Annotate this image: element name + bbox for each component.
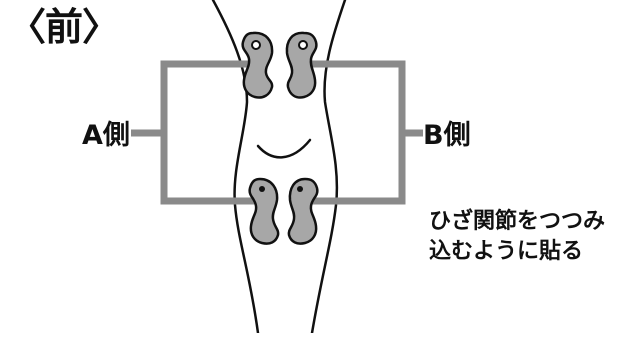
connector-b-bracket: [306, 60, 406, 205]
pad-a-upper: [241, 31, 274, 99]
pad-b-lower: [287, 177, 319, 245]
pad-b-upper-connector: [298, 40, 308, 50]
side-a-label: A側: [82, 120, 130, 151]
pad-b-upper: [285, 31, 318, 99]
instruction-line-1: ひざ関節をつつみ: [429, 209, 606, 234]
pad-a-lower-connector: [259, 186, 265, 192]
instruction-line-2: 込むように貼る: [429, 238, 584, 264]
right-leg-outline: [310, 0, 347, 335]
pad-a-upper-connector: [251, 40, 261, 50]
pad-a-lower: [248, 177, 280, 245]
left-leg-outline: [211, 0, 260, 335]
kneecap-line: [256, 138, 312, 159]
placement-instruction: ひざ関節をつつみ 込むように貼る: [429, 207, 629, 266]
view-title: 〈前〉: [8, 5, 120, 49]
side-b-label: B側: [423, 120, 471, 151]
pad-b-lower-connector: [297, 186, 303, 192]
